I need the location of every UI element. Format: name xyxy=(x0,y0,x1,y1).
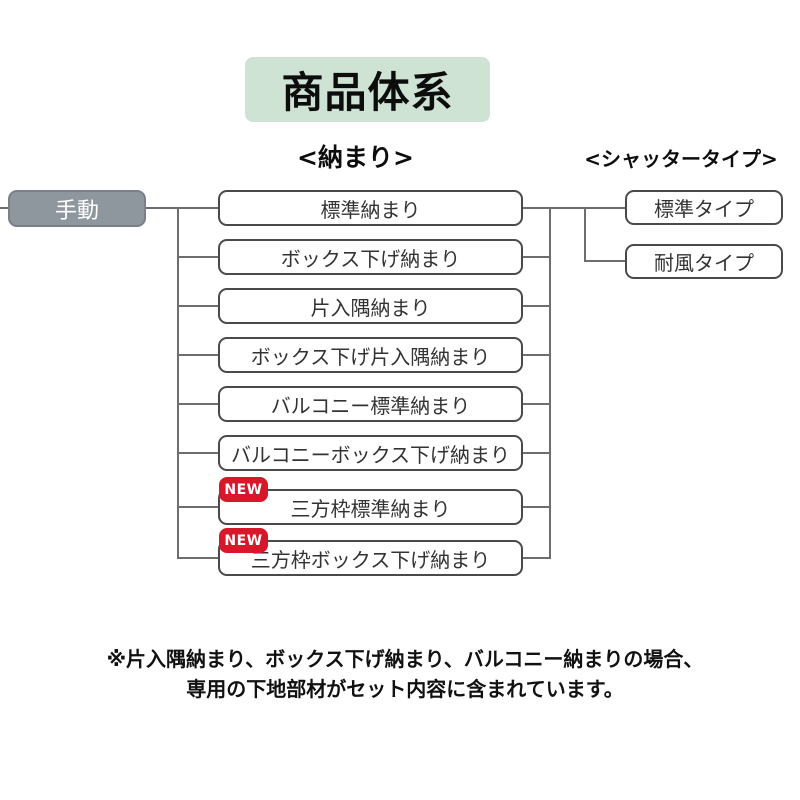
connector-line xyxy=(177,452,218,454)
connector-line xyxy=(523,354,551,356)
page-title: 商品体系 xyxy=(245,57,490,122)
fitting-node-three-side-frame-box-lowered: 三方枠ボックス下げ納まり xyxy=(218,540,523,576)
footer-note-line1: ※片入隅納まり、ボックス下げ納まり、バルコニー納まりの場合、 xyxy=(106,647,704,671)
connector-line xyxy=(523,207,625,209)
connector-line xyxy=(177,305,218,307)
connector-line xyxy=(523,452,551,454)
column-header-shutter-type: <シャッタータイプ> xyxy=(584,147,778,171)
shutter-type-node-wind-resistant: 耐風タイプ xyxy=(625,244,783,279)
shutter-type-node-standard: 標準タイプ xyxy=(625,190,783,225)
fitting-node-balcony-box-lowered: バルコニーボックス下げ納まり xyxy=(218,435,523,471)
connector-line xyxy=(523,256,551,258)
footer-note: ※片入隅納まり、ボックス下げ納まり、バルコニー納まりの場合、 専用の下地部材がセ… xyxy=(10,644,800,704)
fitting-node-box-lowered-single-corner: ボックス下げ片入隅納まり xyxy=(218,337,523,373)
footer-note-line2: 専用の下地部材がセット内容に含まれています。 xyxy=(186,677,624,701)
column-header-fitting: <納まり> xyxy=(297,143,414,172)
connector-line xyxy=(146,207,218,209)
new-badge: NEW xyxy=(219,528,268,553)
connector-line xyxy=(523,557,551,559)
connector-line xyxy=(523,506,551,508)
new-badge: NEW xyxy=(219,477,268,502)
root-node-manual: 手動 xyxy=(8,190,146,227)
fitting-node-three-side-frame-standard: 三方枠標準納まり xyxy=(218,489,523,525)
fitting-node-balcony-standard: バルコニー標準納まり xyxy=(218,386,523,422)
connector-line xyxy=(177,557,218,559)
fitting-node-box-lowered: ボックス下げ納まり xyxy=(218,239,523,275)
connector-line xyxy=(549,207,551,559)
connector-line xyxy=(523,403,551,405)
connector-line xyxy=(177,506,218,508)
connector-line xyxy=(177,403,218,405)
connector-line xyxy=(177,354,218,356)
connector-line xyxy=(584,260,625,262)
connector-line xyxy=(177,207,179,559)
connector-line xyxy=(584,207,586,262)
connector-line xyxy=(523,305,551,307)
connector-line xyxy=(177,256,218,258)
connector-line xyxy=(0,207,8,209)
fitting-node-single-corner: 片入隅納まり xyxy=(218,288,523,324)
fitting-node-standard: 標準納まり xyxy=(218,190,523,226)
